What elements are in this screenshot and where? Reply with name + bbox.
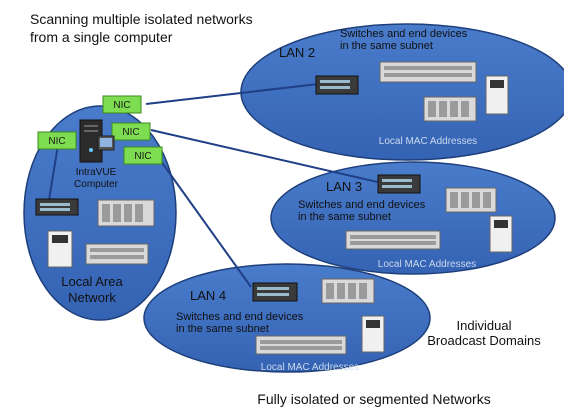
link-lan3 bbox=[150, 129, 383, 184]
drive-icon bbox=[47, 230, 73, 268]
nic-box: NIC bbox=[111, 122, 151, 141]
switch-icon bbox=[35, 198, 79, 216]
lan-title: LAN 4 bbox=[190, 288, 226, 303]
mac-label: Local MAC Addresses bbox=[378, 259, 476, 270]
link-local bbox=[47, 144, 59, 207]
diagram-title: from a single computer bbox=[30, 29, 173, 45]
computer-label: IntraVUE bbox=[76, 167, 117, 178]
drive-icon bbox=[485, 75, 509, 115]
lan-title: LAN 3 bbox=[326, 179, 362, 194]
svg-text:NIC: NIC bbox=[113, 100, 130, 111]
nic-box: NIC bbox=[123, 146, 163, 165]
mac-label: Local MAC Addresses bbox=[261, 362, 359, 373]
plc-rack-icon bbox=[345, 230, 441, 250]
svg-text:NIC: NIC bbox=[122, 127, 139, 138]
lan-subtitle: in the same subnet bbox=[298, 211, 391, 223]
plc-rack-icon bbox=[85, 243, 149, 265]
switch-icon bbox=[377, 174, 421, 194]
computer-icon bbox=[79, 119, 115, 163]
mac-label: Local MAC Addresses bbox=[379, 136, 477, 147]
drive-icon bbox=[489, 215, 513, 253]
nic-box: NIC bbox=[37, 131, 77, 150]
lan-title: LAN 2 bbox=[279, 45, 315, 60]
footer-caption: Fully isolated or segmented Networks bbox=[257, 391, 490, 407]
plc-rack-icon bbox=[321, 278, 375, 304]
lan-subtitle: Switches and end devices bbox=[298, 199, 426, 211]
svg-text:NIC: NIC bbox=[134, 151, 151, 162]
broadcast-domains-label: Broadcast Domains bbox=[427, 333, 541, 348]
switch-icon bbox=[252, 282, 298, 302]
plc-rack-icon bbox=[379, 61, 477, 83]
computer-label: Computer bbox=[74, 179, 119, 190]
local-network-label: Network bbox=[68, 290, 116, 305]
local-network-label: Local Area bbox=[61, 274, 123, 289]
drive-icon bbox=[361, 315, 385, 353]
plc-rack-icon bbox=[97, 199, 155, 227]
link-lan4 bbox=[157, 156, 252, 288]
diagram-title: Scanning multiple isolated networks bbox=[30, 11, 253, 27]
lan-subtitle: Switches and end devices bbox=[340, 28, 468, 40]
svg-text:NIC: NIC bbox=[48, 136, 65, 147]
broadcast-domains-label: Individual bbox=[457, 318, 512, 333]
nic-links bbox=[47, 83, 383, 288]
plc-rack-icon bbox=[255, 335, 347, 355]
lan-subtitle: in the same subnet bbox=[340, 40, 433, 52]
link-lan2 bbox=[145, 83, 319, 105]
switch-icon bbox=[315, 75, 359, 95]
lan-subtitle: Switches and end devices bbox=[176, 311, 304, 323]
plc-rack-icon bbox=[423, 96, 477, 122]
plc-rack-icon bbox=[445, 187, 497, 213]
lan-subtitle: in the same subnet bbox=[176, 323, 269, 335]
nic-box: NIC bbox=[102, 95, 142, 114]
